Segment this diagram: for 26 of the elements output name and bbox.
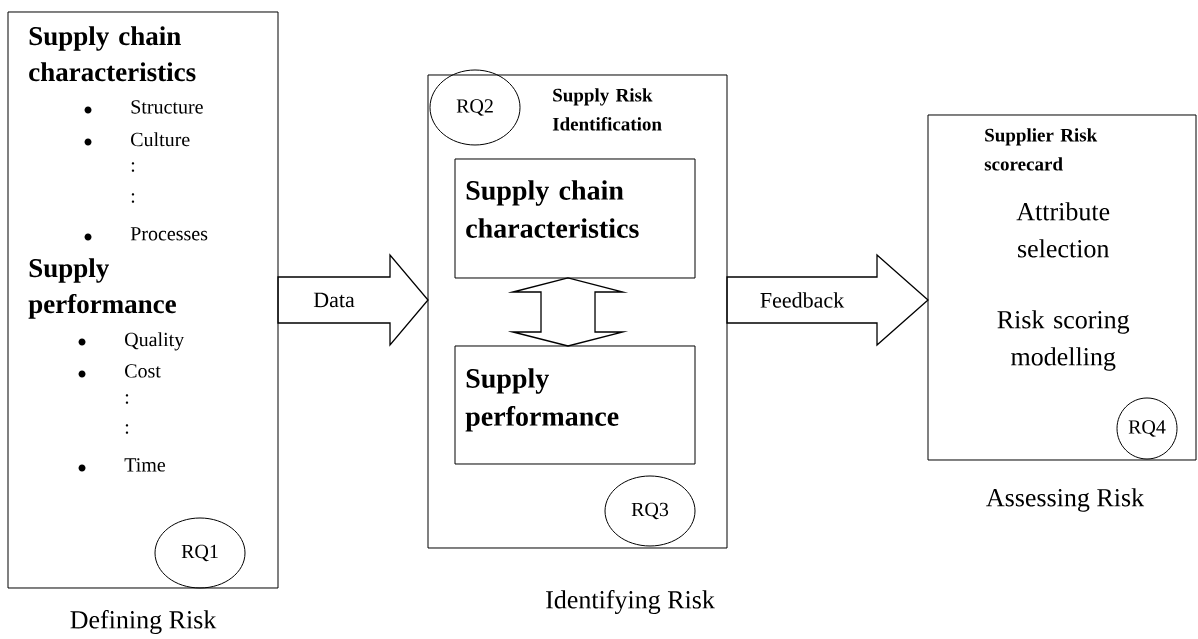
block-arrow: [277, 253, 429, 347]
edge-label: Data: [313, 292, 355, 308]
heading: Supply chain characteristics: [29, 26, 196, 82]
ellipsis: :: [131, 162, 135, 172]
list-item: Quality: [125, 332, 185, 351]
list-item: Processes: [130, 227, 208, 241]
ellipsis: :: [125, 424, 129, 434]
list-item: Cost: [125, 364, 161, 378]
stage-caption: Assessing Risk: [986, 488, 1145, 512]
block-arrow: [726, 253, 929, 347]
box-text: Supply performance: [465, 368, 619, 432]
ellipsis: :: [125, 394, 129, 404]
heading: Supply performance: [28, 258, 176, 319]
box-text: Attribute selection: [1016, 202, 1110, 258]
stage-caption: Identifying Risk: [546, 590, 715, 614]
edge-label: Feedback: [760, 292, 845, 308]
list-item: Structure: [131, 100, 203, 114]
ellipsis: :: [131, 193, 135, 203]
heading: Supplier Risk scorecard: [984, 128, 1098, 171]
list-item: Culture: [131, 132, 190, 147]
box-text: Risk scoring modelling: [997, 310, 1130, 371]
block-arrow: [507, 277, 629, 347]
stage-caption: Defining Risk: [70, 610, 217, 634]
box-text: Supply chain characteristics: [466, 180, 639, 238]
list-item: Time: [124, 458, 166, 472]
heading: Supply Risk Identification: [552, 88, 662, 131]
